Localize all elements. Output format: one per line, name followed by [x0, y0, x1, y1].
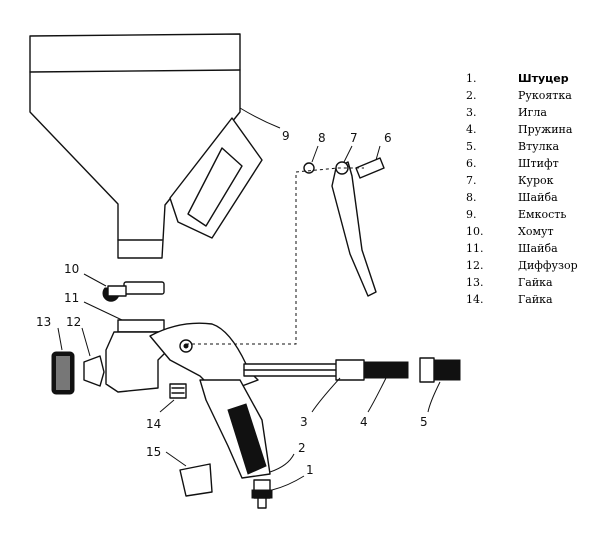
needle-assembly [243, 357, 461, 383]
callout-3: 3 [300, 415, 308, 429]
legend-item: 14.Гайка [466, 293, 553, 306]
diffuser-and-nut [51, 351, 105, 395]
callout-9: 9 [282, 129, 290, 143]
legend-item: 2.Рукоятка [466, 89, 572, 102]
hopper-container [29, 33, 263, 259]
callout-4: 4 [360, 415, 368, 429]
callout-15: 15 [146, 445, 161, 459]
legend-item: 5.Втулка [466, 140, 560, 153]
legend-item: 12.Диффузор [466, 259, 578, 272]
legend-item: 13.Гайка [466, 276, 553, 289]
assembly-guide-line [186, 167, 364, 345]
callout-2: 2 [298, 441, 306, 455]
legend-item: 8.Шайба [466, 191, 558, 204]
legend-item: 7.Курок [466, 174, 554, 187]
gun-body [105, 322, 271, 479]
callout-5: 5 [420, 415, 428, 429]
callout-7: 7 [350, 131, 358, 145]
trigger-assembly [303, 157, 385, 297]
callout-6: 6 [384, 131, 392, 145]
callout-numbers: 1 2 3 4 5 6 7 8 9 10 11 12 13 14 15 [36, 129, 428, 477]
parts-legend: 1.Штуцер 2.Рукоятка 3.Игла 4.Пружина 5.В… [466, 70, 606, 308]
callout-14: 14 [146, 417, 161, 431]
legend-item: 10.Хомут [466, 225, 554, 238]
legend-item: 3.Игла [466, 106, 547, 119]
legend-item: 9.Емкость [466, 208, 567, 221]
callout-8: 8 [318, 131, 326, 145]
legend-item: 4.Пружина [466, 123, 573, 136]
fitting-1 [251, 479, 273, 509]
leader-lines [57, 107, 441, 491]
callout-1: 1 [306, 463, 314, 477]
nut-14 [169, 383, 187, 399]
legend-item: 6.Штифт [466, 157, 559, 170]
callout-11: 11 [64, 291, 79, 305]
callout-13: 13 [36, 315, 51, 329]
legend-item: 1.Штуцер [466, 72, 569, 85]
callout-10: 10 [64, 262, 79, 276]
legend-item: 11.Шайба [466, 242, 558, 255]
cap-15 [179, 463, 213, 497]
callout-12: 12 [66, 315, 81, 329]
clamp-and-washer [102, 281, 165, 333]
